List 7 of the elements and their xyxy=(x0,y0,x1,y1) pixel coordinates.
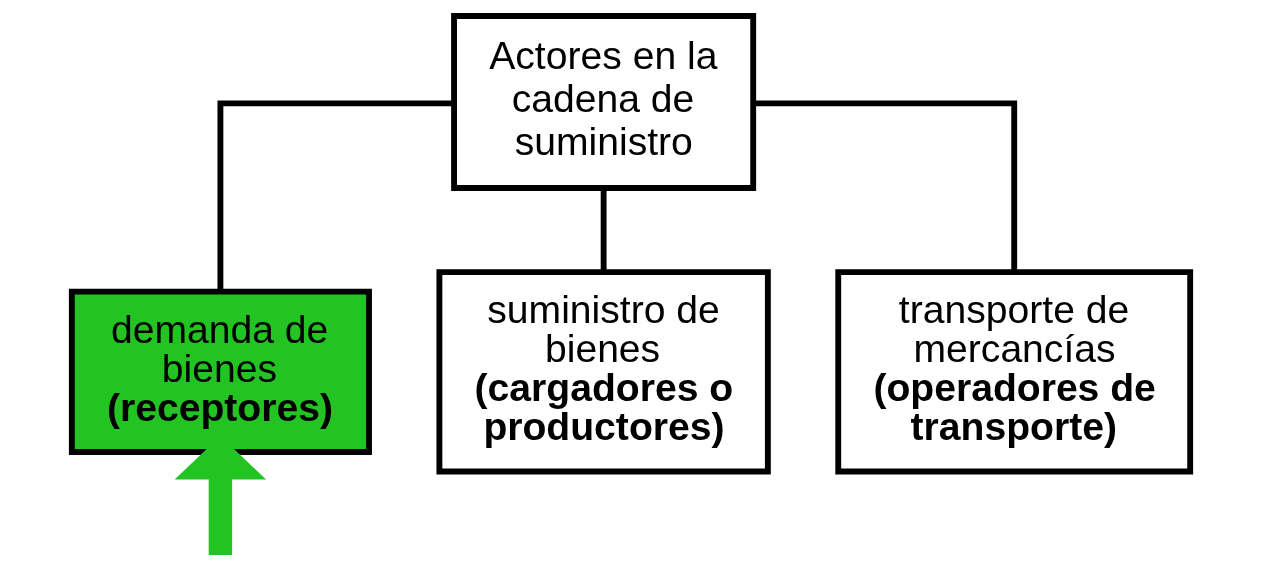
node-box: transporte de mercancías (operadores de transporte) xyxy=(835,269,1194,475)
node-box: Actores en la cadena de suministro xyxy=(451,13,757,191)
connector xyxy=(600,188,607,272)
connector xyxy=(753,100,1018,272)
node-box: suministro de bienes (cargadores o productores) xyxy=(436,269,771,475)
connector xyxy=(217,100,454,292)
node-box: demanda de bienes (receptores) xyxy=(68,288,372,455)
